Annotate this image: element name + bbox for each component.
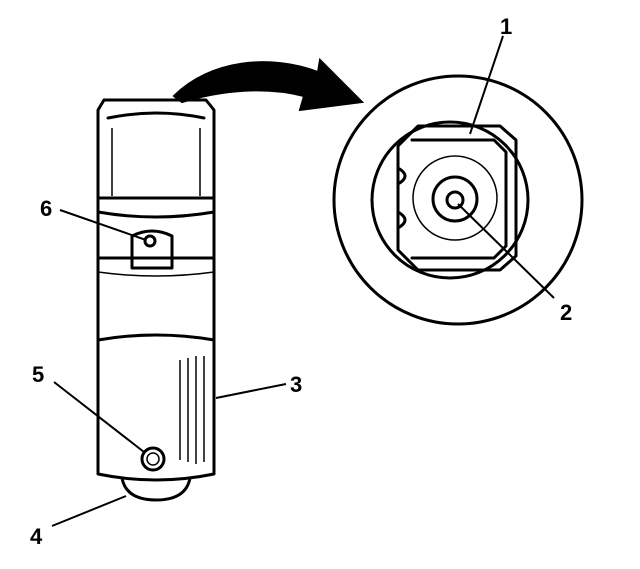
detail-inner-ring xyxy=(370,120,530,280)
lifter-top-socket xyxy=(96,98,216,200)
port-5-inner xyxy=(146,452,160,466)
collar-ring xyxy=(96,210,216,219)
lower-body-shading xyxy=(179,356,205,464)
waist-ring xyxy=(97,271,215,277)
leader-6 xyxy=(59,209,147,241)
callout-1: 1 xyxy=(500,14,512,39)
curved-arrow-icon xyxy=(172,57,365,112)
view-arrow xyxy=(172,57,365,112)
socket-inner-rim xyxy=(106,111,206,120)
leader-2 xyxy=(457,203,555,299)
plunger-ring xyxy=(412,155,498,241)
leader-lines xyxy=(51,35,555,527)
callout-5: 5 xyxy=(32,362,44,387)
leader-1 xyxy=(469,35,504,135)
callout-3: 3 xyxy=(290,372,302,397)
callout-2: 2 xyxy=(560,300,572,325)
lifter-lower-body xyxy=(96,333,216,482)
oil-hole-6 xyxy=(143,234,157,248)
lifter-body xyxy=(96,98,216,502)
port-5-outer xyxy=(140,446,166,472)
socket-hex-inner xyxy=(410,138,508,260)
end-view-detail xyxy=(332,74,584,326)
lifter-roller-4 xyxy=(120,476,192,502)
collar-tab xyxy=(130,229,174,270)
lifter-collar xyxy=(96,196,216,260)
callouts: 1 2 3 4 5 6 xyxy=(30,14,572,549)
plunger-face xyxy=(431,175,479,223)
leader-3 xyxy=(215,383,287,399)
leader-4 xyxy=(51,495,127,527)
check-hole-2 xyxy=(445,190,465,210)
lifter-waist xyxy=(96,256,216,342)
socket-shading xyxy=(111,128,201,196)
socket-hex-outline xyxy=(396,124,518,272)
callout-4: 4 xyxy=(30,524,43,549)
callout-6: 6 xyxy=(40,196,52,221)
leader-5 xyxy=(53,381,145,453)
hex-notches xyxy=(396,166,407,230)
detail-outer-ring xyxy=(332,74,584,326)
